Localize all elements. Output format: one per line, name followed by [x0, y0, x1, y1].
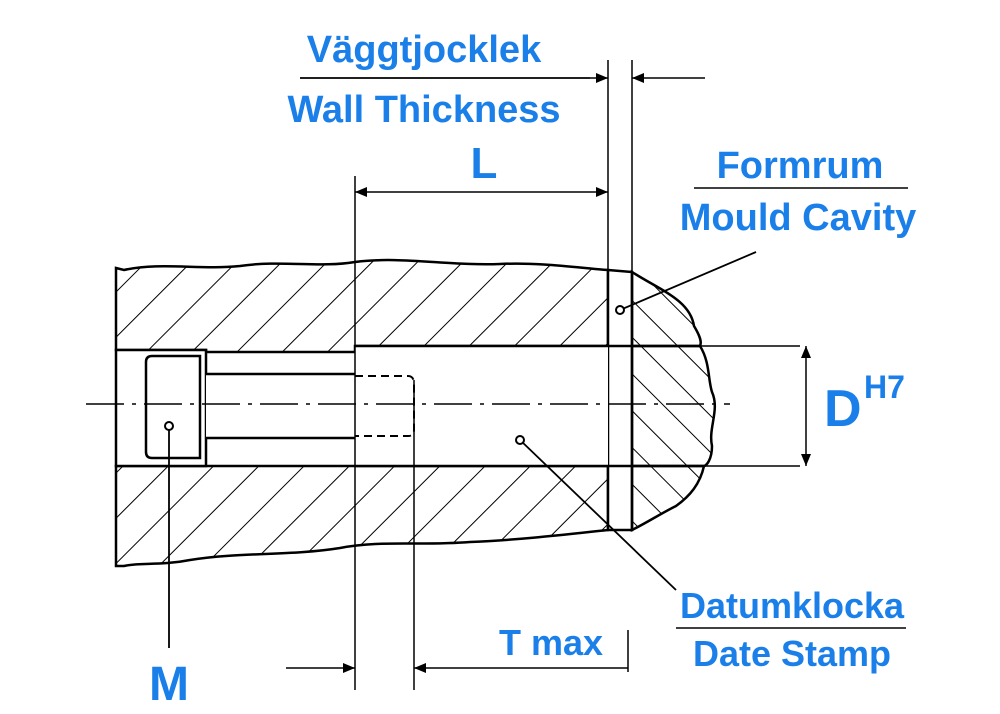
mould-cavity-label-en: Mould Cavity: [680, 197, 916, 239]
cavity-region-upper: [630, 269, 702, 348]
length-label: L: [471, 139, 498, 188]
bore-cavity: [355, 346, 608, 466]
tmax-label: T max: [499, 622, 603, 663]
label-underlines: [300, 77, 908, 629]
cavity-region-bottom: [630, 464, 706, 533]
insert-upper-section: [114, 258, 610, 354]
insert-body: [114, 258, 610, 568]
mould-cavity-label-sv: Formrum: [717, 145, 884, 187]
thread-label: M: [149, 658, 189, 711]
screw: [114, 348, 415, 468]
date-stamp-label-en: Date Stamp: [693, 633, 891, 674]
mould-cavity-wall: [606, 268, 717, 533]
cavity-region-lower: [630, 344, 717, 468]
diameter-label: D: [824, 380, 862, 438]
screw-head: [144, 354, 202, 460]
leader-lines: [168, 251, 757, 648]
labels: Väggtjocklek Wall Thickness L Formrum Mo…: [149, 29, 916, 711]
cavity-leader: [619, 251, 757, 311]
wall-thickness-label-sv: Väggtjocklek: [307, 29, 542, 71]
date-stamp-leader: [519, 439, 677, 591]
extension-lines: [354, 60, 633, 690]
date-stamp-label-sv: Datumklocka: [680, 585, 905, 626]
screw-shank: [206, 374, 355, 438]
diameter-tolerance-label: H7: [864, 369, 905, 405]
bore: [355, 344, 800, 468]
insert-lower-section: [114, 464, 610, 568]
wall-thickness-label-en: Wall Thickness: [287, 89, 560, 131]
screw-thread-end: [355, 375, 415, 437]
leader-dots: [164, 305, 625, 445]
